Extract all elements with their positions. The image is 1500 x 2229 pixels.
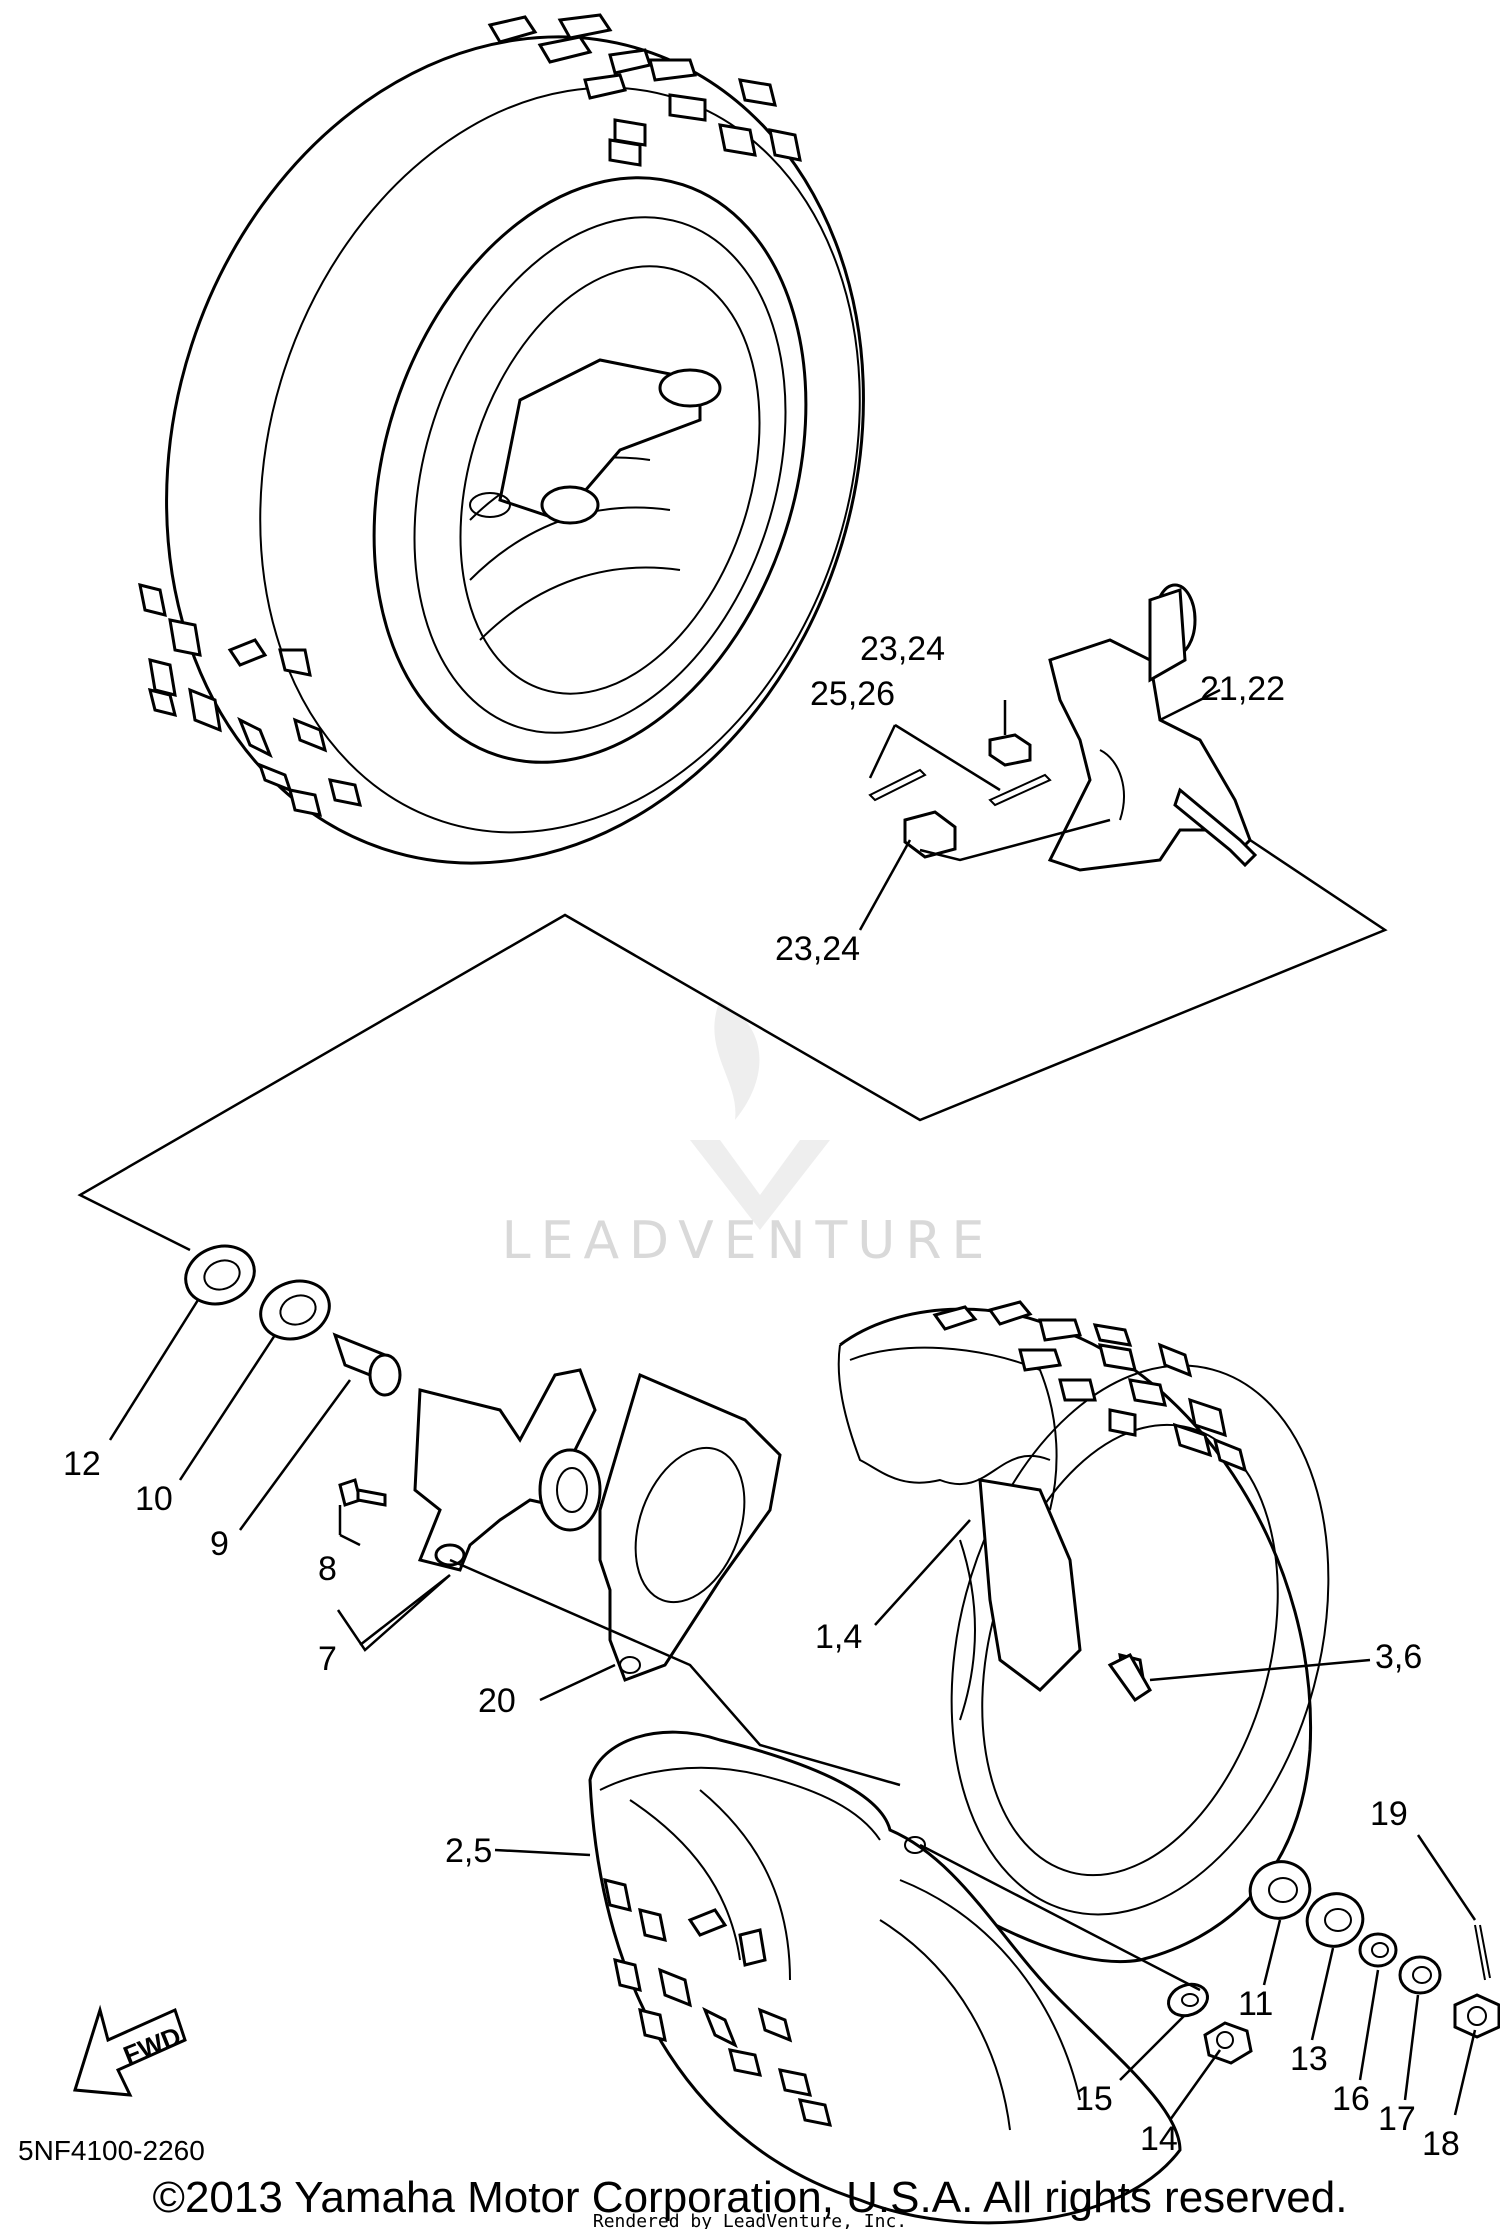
- assembly-frame: [77, 838, 1388, 1252]
- callout-10: 10: [135, 1480, 173, 1518]
- washer-17: [1398, 1955, 1442, 1995]
- copyright-notice: ©2013 Yamaha Motor Corporation, U.S.A. A…: [153, 2173, 1348, 2222]
- diagram-code: 5NF4100-2260: [18, 2135, 205, 2166]
- nut-18: [1453, 1993, 1500, 2039]
- callout-23-24-top: 23,24: [860, 630, 945, 668]
- tread-blocks-left-half: [603, 1877, 833, 2127]
- oil-seal-12: [184, 1244, 256, 1306]
- bearing-11: [1248, 1860, 1312, 1920]
- spacer-9: [332, 1332, 402, 1397]
- cotter-pin-right: [988, 773, 1052, 807]
- castle-nut-upper: [988, 733, 1032, 767]
- callout-21-22: 21,22: [1200, 670, 1285, 708]
- watermark-text: LEADVENTURE: [502, 1211, 995, 1271]
- tread-blocks-right-half: [932, 1300, 1248, 1473]
- callout-19: 19: [1370, 1795, 1408, 1833]
- forward-arrow-icon: [73, 2004, 187, 2097]
- callout-18: 18: [1422, 2125, 1460, 2163]
- callout-13: 13: [1290, 2040, 1328, 2078]
- callout-15: 15: [1075, 2080, 1113, 2118]
- callout-11: 11: [1238, 1985, 1273, 2023]
- front-hub-7: [413, 1368, 602, 1572]
- callout-17: 17: [1378, 2100, 1416, 2138]
- callout-16: 16: [1332, 2080, 1370, 2118]
- bearing-10: [259, 1279, 331, 1341]
- oil-seal-13: [1305, 1892, 1365, 1948]
- valve-3-6: [1107, 1653, 1152, 1703]
- callout-2-5: 2,5: [445, 1832, 492, 1870]
- bolt-8: [338, 1478, 387, 1507]
- callout-20: 20: [478, 1682, 516, 1720]
- callout-9: 9: [210, 1525, 229, 1563]
- leadventure-watermark-logo: [690, 1000, 830, 1230]
- callout-7: 7: [318, 1640, 337, 1678]
- callout-1-4: 1,4: [815, 1618, 862, 1656]
- callout-25-26: 25,26: [810, 675, 895, 713]
- washer-15: [1167, 1982, 1209, 2018]
- callout-23-24-bottom: 23,24: [775, 930, 860, 968]
- callout-3-6: 3,6: [1375, 1638, 1422, 1676]
- callout-12: 12: [63, 1445, 101, 1483]
- rendered-by: Rendered by LeadVenture, Inc.: [593, 2211, 907, 2229]
- cotter-pin-19: [1474, 1924, 1491, 1981]
- spacer-16: [1358, 1932, 1398, 1968]
- callout-14: 14: [1140, 2120, 1178, 2158]
- steering-knuckle: [1047, 583, 1258, 872]
- cotter-pin-left: [868, 768, 927, 802]
- assembled-wheel-top: [138, 13, 865, 865]
- callout-8: 8: [318, 1550, 337, 1588]
- brake-disc-20: [598, 1372, 782, 1682]
- nut-14: [1203, 2021, 1253, 2065]
- castle-nut-lower: [903, 810, 957, 859]
- wheel-rim-inner-half-2-5: [588, 1730, 1182, 2225]
